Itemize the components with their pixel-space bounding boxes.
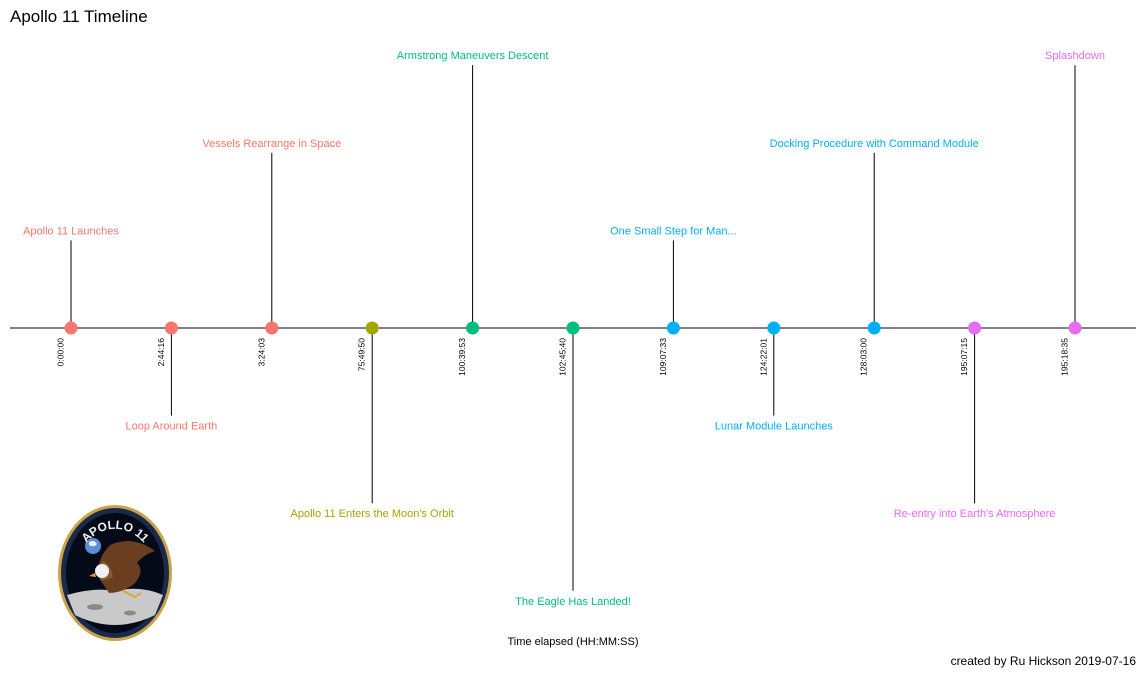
tick-label: 109:07:33 — [658, 338, 668, 376]
tick-label: 195:07:15 — [959, 338, 969, 376]
event-marker — [265, 321, 279, 335]
event-marker — [1068, 321, 1082, 335]
tick-label: 102:45:40 — [558, 338, 568, 376]
chart-caption: created by Ru Hickson 2019-07-16 — [951, 654, 1137, 668]
event-label: Re-entry into Earth's Atmosphere — [894, 508, 1056, 520]
event-marker — [666, 321, 680, 335]
tick-label: 2:44:16 — [156, 338, 166, 367]
apollo-11-patch-logo: APOLLO 11 — [58, 505, 172, 641]
tick-label: 0:00:00 — [56, 338, 66, 367]
chart-title: Apollo 11 Timeline — [10, 7, 148, 26]
event-label: Splashdown — [1045, 50, 1105, 62]
event-label: The Eagle Has Landed! — [515, 596, 631, 608]
tick-label: 75:49:50 — [357, 338, 367, 371]
event-label: Apollo 11 Launches — [23, 225, 119, 237]
tick-label: 124:22:01 — [758, 338, 768, 376]
tick-label: 195:18:35 — [1060, 338, 1070, 376]
event-label: Loop Around Earth — [126, 421, 218, 433]
tick-label: 3:24:03 — [256, 338, 266, 367]
event-marker — [64, 321, 78, 335]
event-marker — [968, 321, 982, 335]
tick-label: 100:39:53 — [457, 338, 467, 376]
event-label: Apollo 11 Enters the Moon's Orbit — [291, 508, 454, 520]
event-marker — [767, 321, 781, 335]
x-axis-label: Time elapsed (HH:MM:SS) — [507, 636, 638, 648]
event-label: Docking Procedure with Command Module — [770, 138, 979, 150]
event-label: Vessels Rearrange in Space — [202, 138, 341, 150]
event-marker — [365, 321, 379, 335]
event-label: One Small Step for Man... — [610, 225, 737, 237]
event-label: Armstrong Maneuvers Descent — [397, 50, 549, 62]
event-marker — [867, 321, 881, 335]
event-marker — [164, 321, 178, 335]
tick-label: 128:03:00 — [859, 338, 869, 376]
event-label: Lunar Module Launches — [715, 421, 834, 433]
event-marker — [566, 321, 580, 335]
event-marker — [466, 321, 480, 335]
